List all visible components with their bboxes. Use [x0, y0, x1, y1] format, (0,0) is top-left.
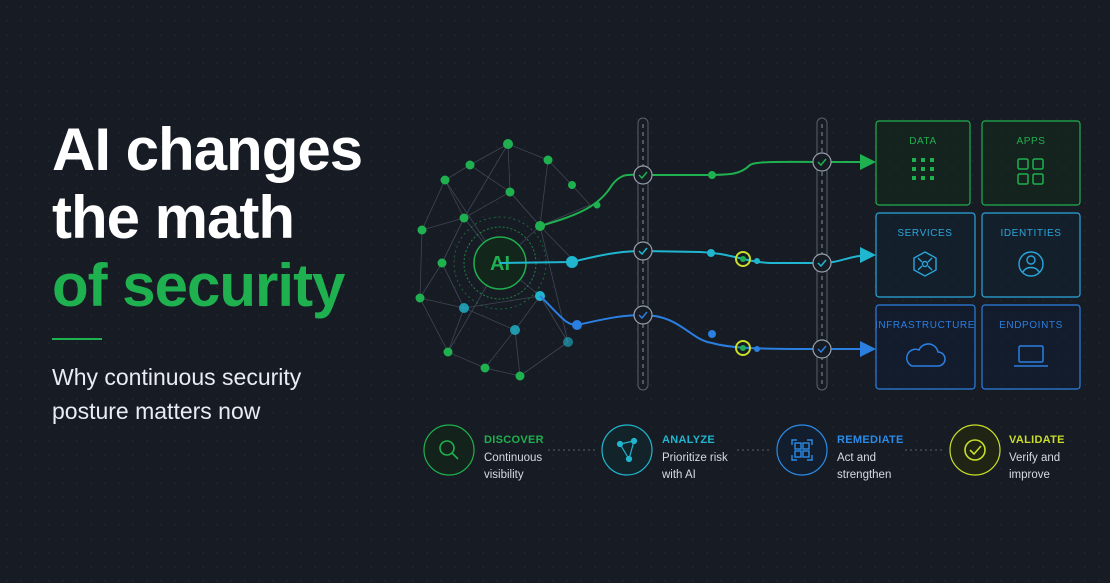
headline-line-1: AI changes — [52, 116, 363, 183]
flow-line-services — [499, 247, 876, 268]
check-node-icon — [812, 152, 832, 172]
accent-rule — [52, 338, 102, 340]
network-icon — [616, 437, 638, 463]
squares-icon — [791, 439, 813, 461]
tile-label-infrastructure: INFRASTRUCTURE — [875, 320, 975, 331]
user-icon — [1018, 251, 1044, 277]
check-node-icon — [812, 339, 832, 359]
ai-hub-label: AI — [490, 253, 510, 275]
tile-label-services: SERVICES — [897, 228, 952, 239]
step-title-validate: VALIDATE — [1009, 434, 1065, 446]
tile-label-data: DATA — [909, 136, 937, 147]
step-desc-remediate-2: strengthen — [837, 469, 891, 481]
step-remediate: REMEDIATE Act and strengthen — [776, 424, 904, 481]
check-node-icon — [633, 305, 653, 325]
subtitle: Why continuous security posture matters … — [52, 360, 372, 428]
step-desc-validate-1: Verify and — [1009, 452, 1060, 464]
subtitle-line-2: posture matters now — [52, 398, 261, 424]
tile-identities: IDENTITIES — [981, 212, 1081, 298]
headline: AI changes the math of security — [52, 116, 363, 320]
cloud-icon — [906, 343, 946, 367]
headline-line-2: the math — [52, 184, 295, 251]
check-nodes — [633, 152, 832, 359]
headline-line-3: of security — [52, 252, 345, 319]
step-analyze: ANALYZE Prioritize risk with AI — [601, 424, 728, 481]
laptop-icon — [1014, 345, 1048, 367]
tile-infrastructure: INFRASTRUCTURE — [875, 304, 976, 390]
check-node-icon — [812, 253, 832, 273]
step-title-remediate: REMEDIATE — [837, 434, 904, 446]
hexagon-network-icon — [913, 251, 937, 277]
apps-grid-icon — [1017, 158, 1044, 185]
step-desc-remediate-1: Act and — [837, 452, 876, 464]
flow-line-data — [539, 154, 876, 227]
tile-label-endpoints: ENDPOINTS — [999, 320, 1063, 331]
check-node-icon — [633, 165, 653, 185]
tile-endpoints: ENDPOINTS — [981, 304, 1081, 390]
tile-label-identities: IDENTITIES — [1000, 228, 1061, 239]
step-desc-analyze-2: with AI — [661, 469, 696, 481]
search-icon — [439, 440, 459, 460]
step-desc-discover-2: visibility — [484, 469, 524, 481]
tile-apps: APPS — [981, 120, 1081, 206]
check-node-icon — [633, 241, 653, 261]
step-validate: VALIDATE Verify and improve — [949, 424, 1065, 481]
step-desc-analyze-1: Prioritize risk — [662, 452, 728, 464]
step-title-analyze: ANALYZE — [662, 434, 715, 446]
tile-label-apps: APPS — [1016, 136, 1045, 147]
step-discover: DISCOVER Continuous visibility — [423, 424, 544, 481]
validation-markers — [735, 251, 751, 356]
subtitle-line-1: Why continuous security — [52, 364, 302, 390]
tile-services: SERVICES — [875, 212, 976, 298]
step-title-discover: DISCOVER — [484, 434, 544, 446]
tile-data: DATA — [875, 120, 971, 206]
step-desc-validate-2: improve — [1009, 469, 1050, 481]
grid-dots-icon — [912, 158, 934, 180]
step-desc-discover-1: Continuous — [484, 452, 542, 464]
check-icon — [964, 439, 986, 461]
